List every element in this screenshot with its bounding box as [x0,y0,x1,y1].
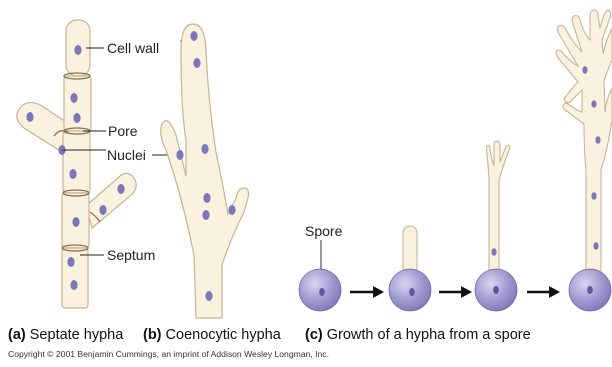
label-pore: Pore [108,123,138,139]
spore-stage-3 [475,141,517,311]
coenocytic-hypha [161,24,249,318]
septate-hypha [17,20,136,308]
copyright-notice: Copyright © 2001 Benjamin Cummings, an i… [8,349,329,359]
growth-arrows [350,286,560,298]
label-septum: Septum [107,247,155,263]
spore-stage-4 [556,10,612,311]
label-nuclei: Nuclei [107,147,146,163]
label-spore: Spore [305,223,343,239]
caption-b: (b) Coenocytic hypha [143,327,282,343]
spore-stage-2 [389,226,431,311]
caption-c: (c) Growth of a hypha from a spore [305,327,531,343]
caption-a: (a) Septate hypha [8,327,124,343]
spore-stage-1 [299,269,341,311]
label-cell-wall: Cell wall [107,40,159,56]
